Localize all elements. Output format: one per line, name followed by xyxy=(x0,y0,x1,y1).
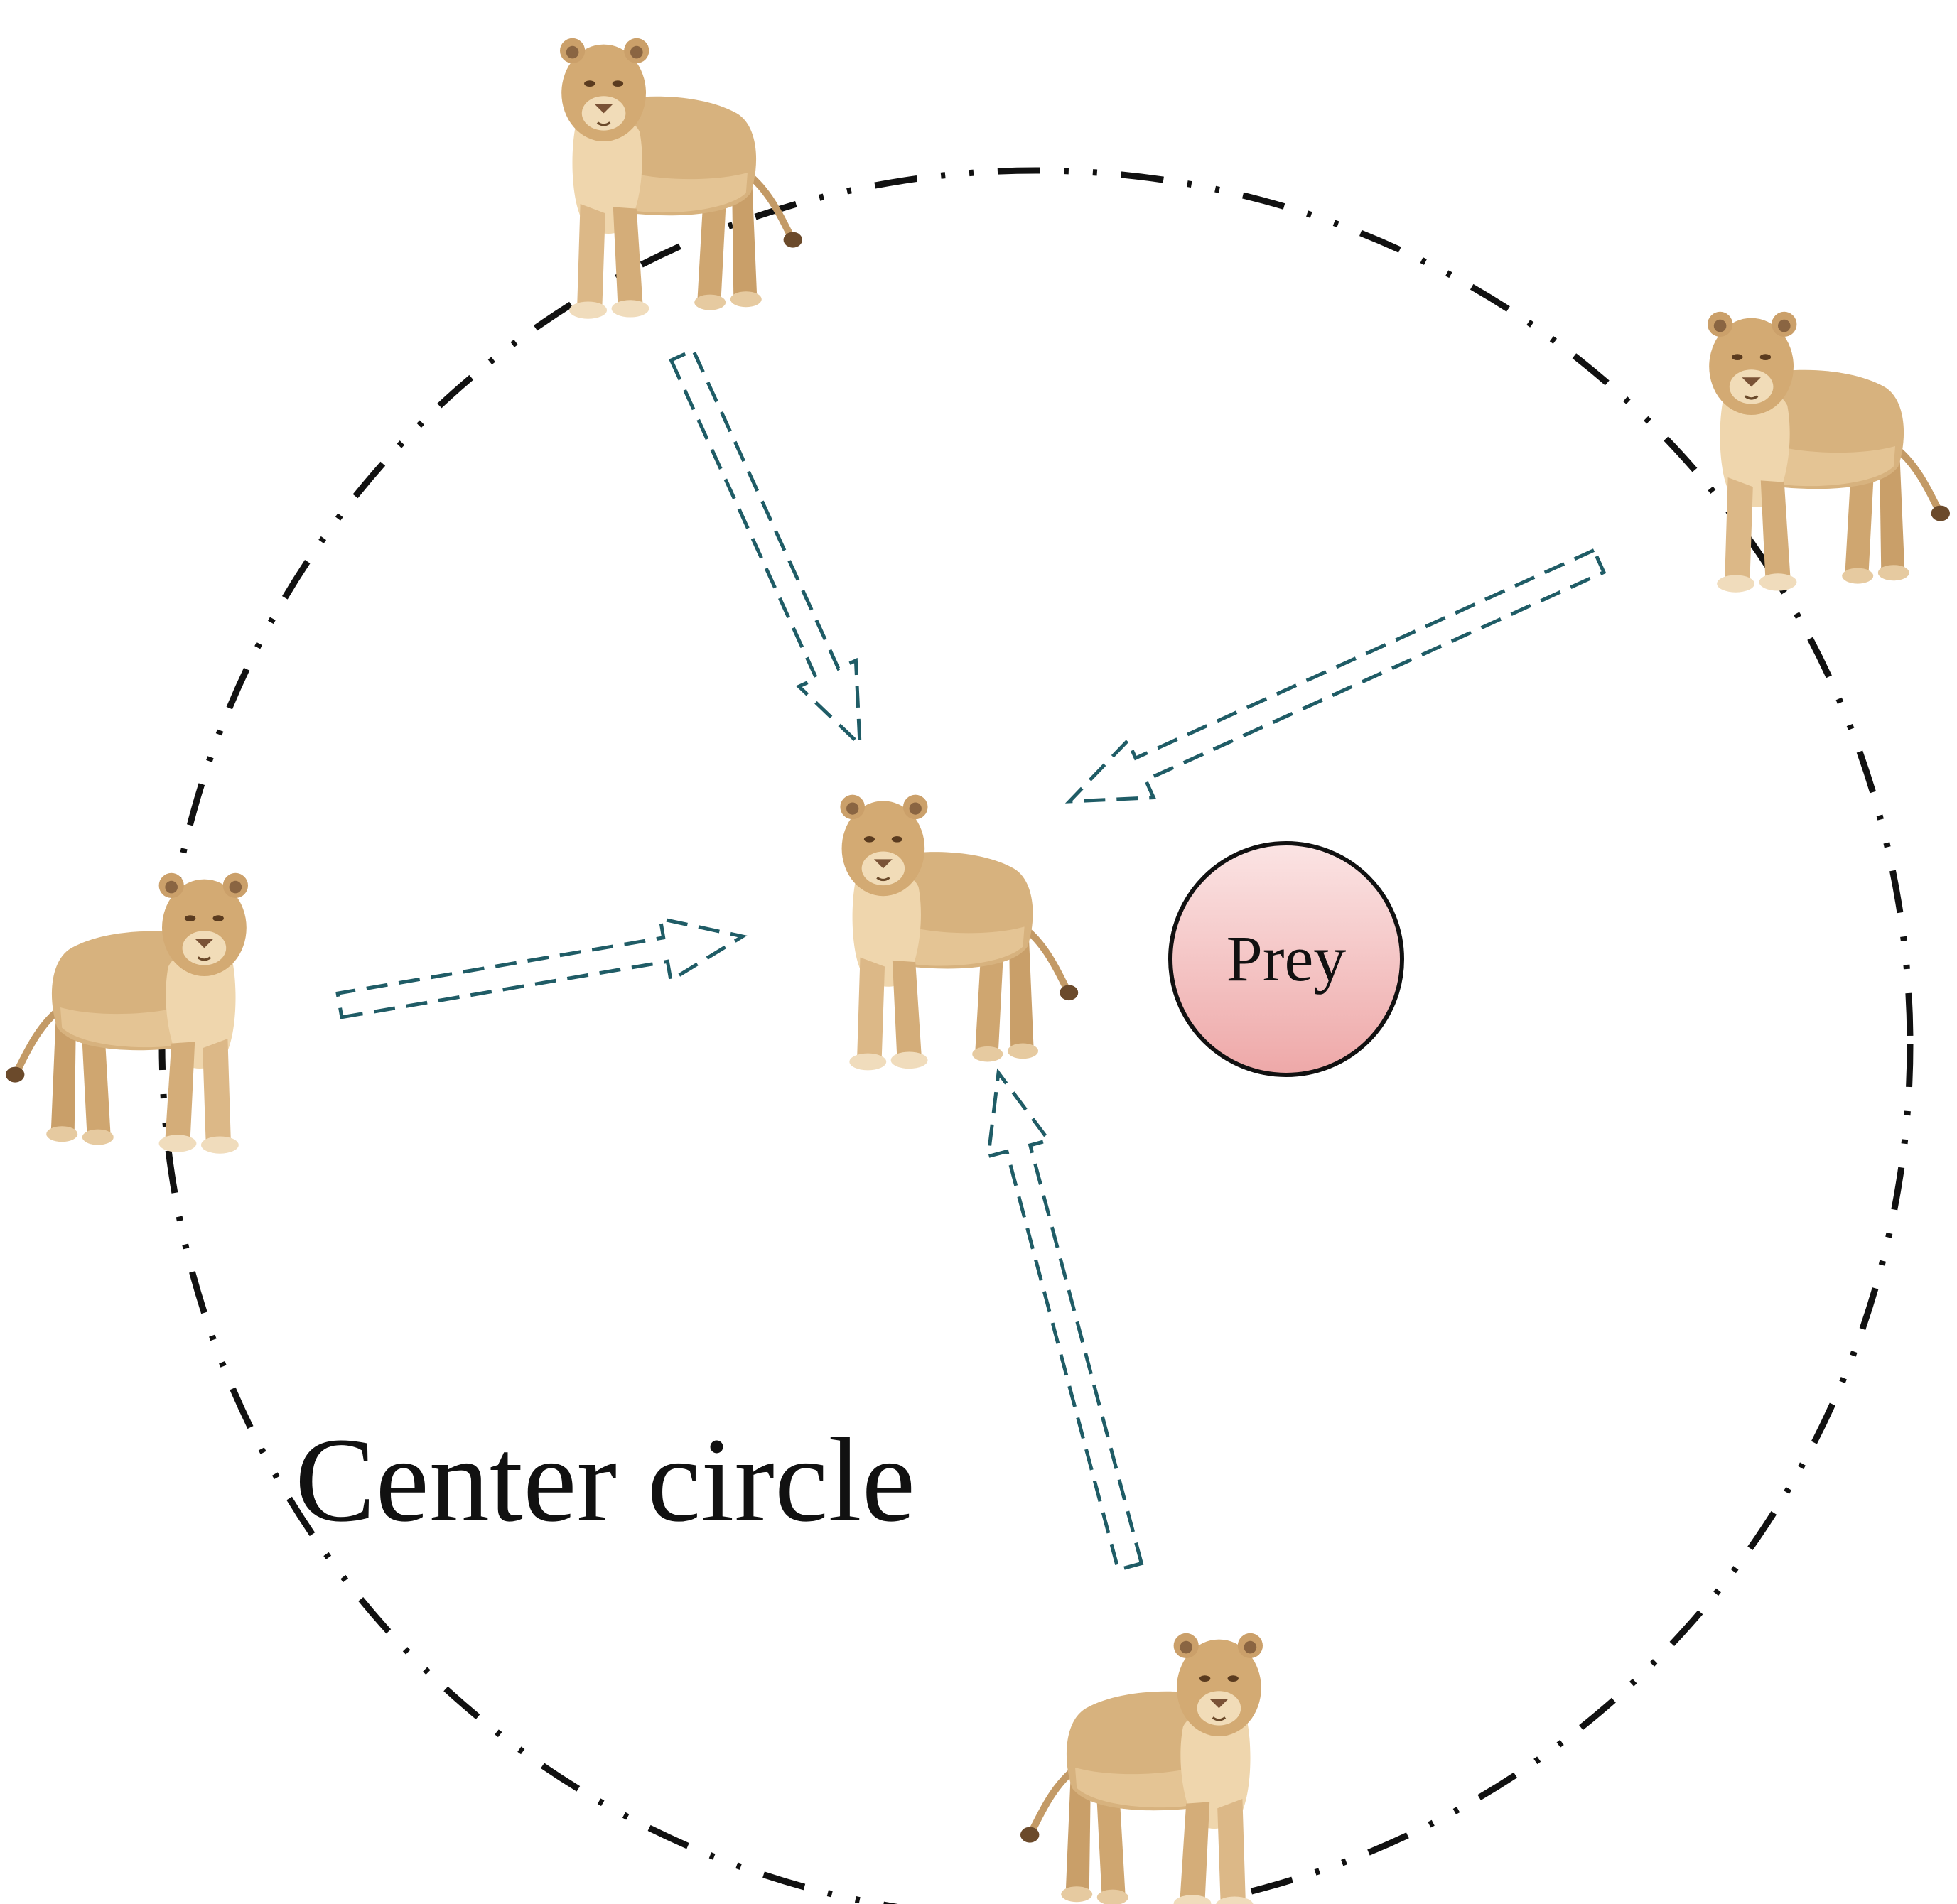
lion-top-right xyxy=(1708,312,1950,593)
arrow-from-bottom xyxy=(986,1068,1144,1572)
center-circle-caption: Center circle xyxy=(295,1413,915,1547)
lion-bottom xyxy=(1020,1633,1263,1904)
arrow-group xyxy=(335,347,1607,1572)
prey-label: Prey xyxy=(1227,922,1347,995)
lion-top xyxy=(560,38,802,319)
lion-center xyxy=(840,795,1078,1071)
arrow-from-top-right xyxy=(1064,548,1607,804)
lion-left xyxy=(6,873,248,1154)
prey-circle xyxy=(1168,841,1404,1077)
arrow-from-top xyxy=(669,347,862,750)
arrow-from-left xyxy=(335,916,748,1019)
center-circle-boundary xyxy=(158,167,1914,1904)
